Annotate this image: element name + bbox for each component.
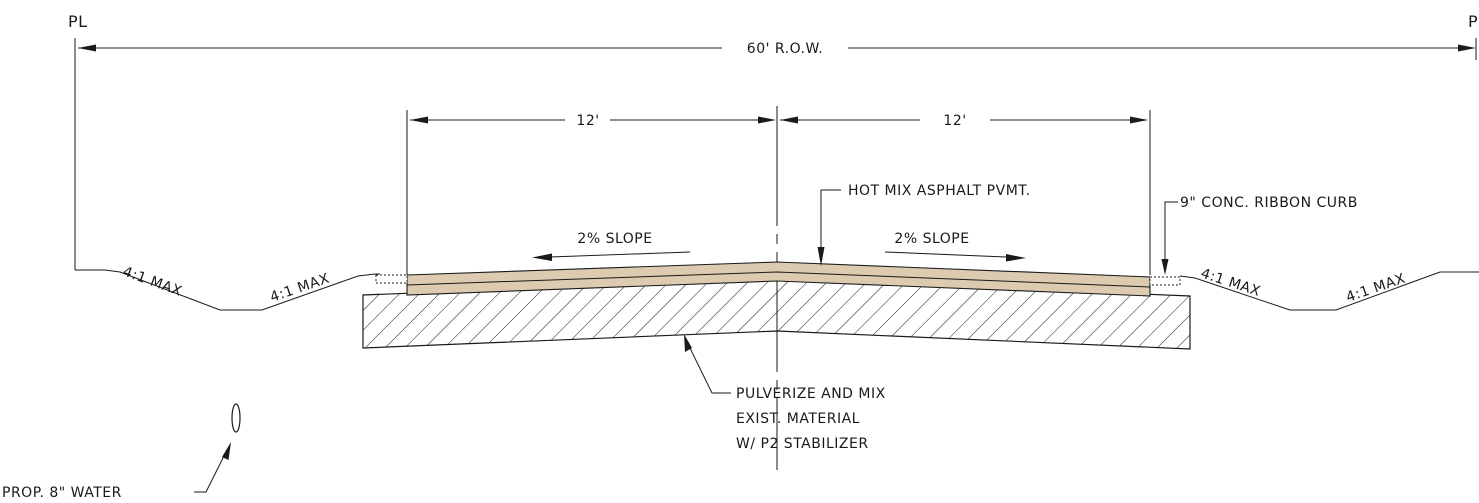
curb-callout-label: 9" CONC. RIBBON CURB	[1180, 195, 1358, 211]
row-arrow-left	[78, 44, 96, 52]
slope-right-annotation: 2% SLOPE	[884, 231, 1026, 262]
property-line-right-symbol: PL	[1468, 12, 1479, 31]
side-slope-label-1: 4:1 MAX	[121, 264, 184, 300]
slope-left-label: 2% SLOPE	[577, 231, 652, 247]
side-slope-label-2: 4:1 MAX	[268, 271, 332, 306]
asphalt-callout-label: HOT MIX ASPHALT PVMT.	[848, 183, 1031, 199]
subgrade-callout-line2: EXIST. MATERIAL	[736, 411, 860, 427]
asphalt-callout: HOT MIX ASPHALT PVMT.	[817, 183, 1031, 266]
ribbon-curb-left	[375, 274, 408, 284]
lane-right-dimension: 12'	[780, 113, 1148, 129]
side-slope-label-4: 4:1 MAX	[1344, 271, 1408, 306]
subgrade-callout-line3: W/ P2 STABILIZER	[736, 436, 869, 452]
water-callout-label: PROP. 8" WATER	[2, 485, 122, 501]
row-dimension-label: 60' R.O.W.	[747, 41, 823, 57]
ground-profile-left	[75, 269, 380, 311]
pl-left-label: PL	[68, 12, 88, 31]
subgrade-callout-line1: PULVERIZE AND MIX	[736, 386, 886, 402]
asphalt-layer-divider	[406, 271, 1151, 288]
slope-right-label: 2% SLOPE	[894, 231, 969, 247]
water-pipe-symbol	[231, 403, 241, 433]
slope-left-annotation: 2% SLOPE	[532, 231, 691, 261]
ground-profile-right	[1179, 271, 1479, 311]
lane-left-dimension: 12'	[410, 113, 776, 129]
curb-callout: 9" CONC. RIBBON CURB	[1161, 195, 1358, 275]
lane-left-width-label: 12'	[576, 113, 599, 129]
asphalt-pavement-layer	[406, 261, 1151, 297]
property-line-left-symbol: PL	[68, 12, 88, 31]
ribbon-curb-right	[1149, 276, 1181, 286]
side-slope-label-3: 4:1 MAX	[1199, 266, 1263, 300]
row-arrow-right	[1458, 44, 1476, 52]
row-dimension: 60' R.O.W.	[78, 41, 1476, 57]
pl-right-label: PL	[1468, 12, 1479, 31]
lane-right-width-label: 12'	[943, 113, 966, 129]
subgrade-callout: PULVERIZE AND MIX EXIST. MATERIAL W/ P2 …	[684, 334, 886, 452]
water-line-callout: PROP. 8" WATER	[2, 403, 241, 501]
